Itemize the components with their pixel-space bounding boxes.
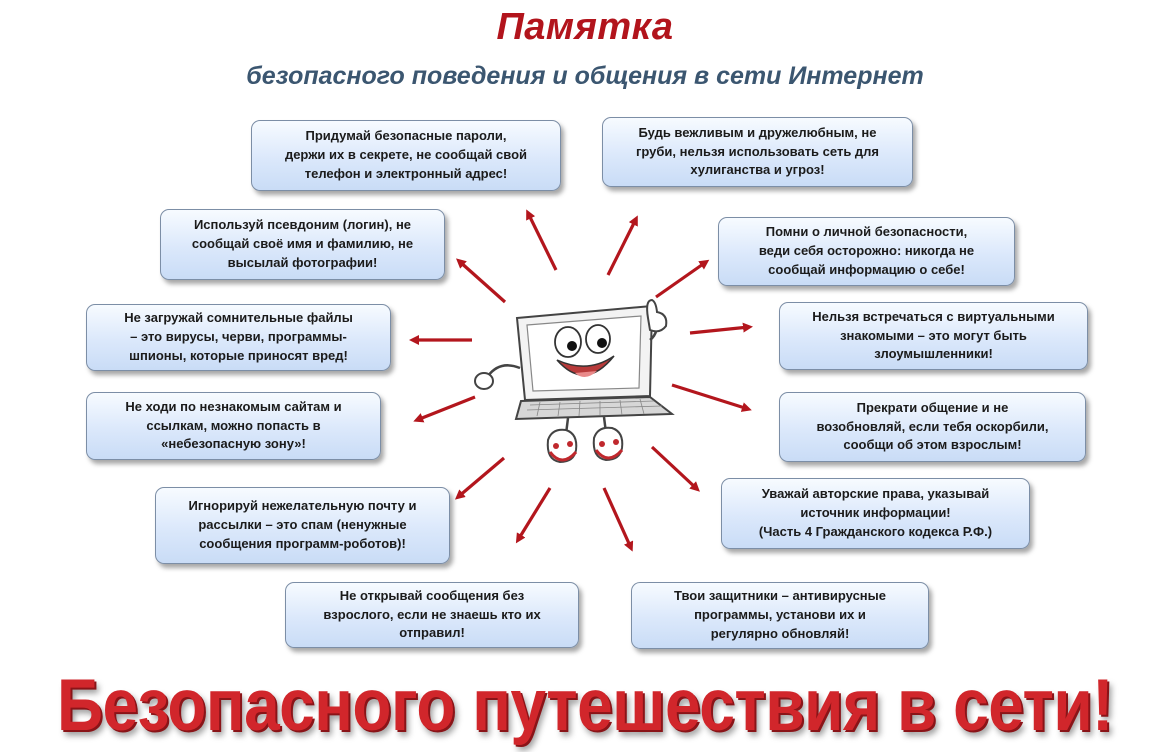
arrow-to-rule-6: [689, 322, 753, 335]
arrow-to-rule-10: [650, 445, 700, 492]
arrow-to-rule-1: [526, 209, 558, 271]
rule-text-1: Придумай безопасные пароли,держи их в се…: [284, 128, 528, 181]
arrow-to-rule-9: [454, 456, 506, 500]
rule-box-4: Помни о личной безопасности,веди себя ос…: [718, 217, 1015, 286]
rule-text-5: Не загружай сомнительные файлы– это виру…: [124, 310, 353, 363]
rule-box-5: Не загружай сомнительные файлы– это виру…: [86, 304, 391, 371]
arrow-to-rule-4: [655, 259, 710, 299]
page-subtitle: безопасного поведения и общения в сети И…: [246, 62, 924, 90]
rule-box-1: Придумай безопасные пароли,держи их в се…: [251, 120, 561, 191]
arrow-to-rule-3: [456, 258, 507, 304]
page-title: Памятка: [496, 6, 674, 48]
arrow-to-rule-8: [671, 383, 752, 412]
arrow-to-rule-11: [515, 487, 552, 544]
arrow-to-rule-2: [606, 215, 638, 276]
arrow-to-rule-12: [602, 487, 634, 552]
arrow-to-rule-7: [413, 395, 476, 423]
rule-text-4: Помни о личной безопасности,веди себя ос…: [758, 224, 975, 277]
slogan-banner: Безопасного путешествия в сети!: [57, 663, 1113, 746]
